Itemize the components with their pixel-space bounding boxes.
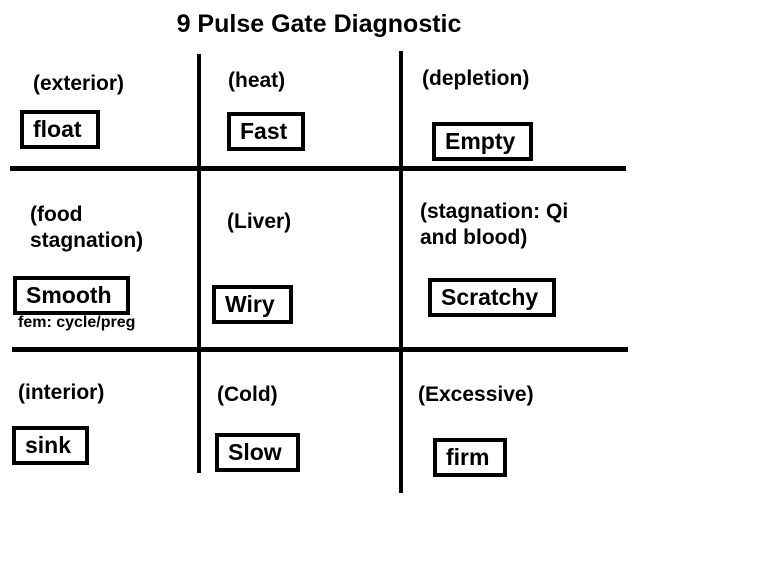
diagram-title: 9 Pulse Gate Diagnostic: [176, 10, 462, 38]
pulse-box-float: float: [20, 110, 100, 150]
pulse-box-empty: Empty: [432, 122, 534, 162]
pulse-box-wiry: Wiry: [212, 285, 293, 325]
condition-label-stagnation-qi-blood: (stagnation: Qi and blood): [420, 200, 575, 249]
condition-label-liver: (Liver): [227, 210, 292, 233]
condition-label-exterior: (exterior): [33, 72, 125, 95]
condition-label-heat: (heat): [228, 69, 286, 92]
grid-vertical-line-left: [197, 54, 201, 473]
pulse-box-firm: firm: [433, 438, 508, 478]
pulse-box-scratchy: Scratchy: [428, 278, 557, 318]
pulse-box-smooth: Smooth: [13, 276, 130, 316]
pulse-box-fast: Fast: [227, 112, 306, 152]
condition-label-depletion: (depletion): [422, 67, 530, 90]
grid-vertical-line-right: [399, 51, 403, 493]
condition-label-cold: (Cold): [217, 383, 278, 406]
pulse-note-fem-cycle-preg: fem: cycle/preg: [18, 314, 136, 331]
condition-label-interior: (interior): [18, 381, 105, 404]
pulse-box-sink: sink: [12, 426, 90, 466]
condition-label-excessive: (Excessive): [418, 383, 534, 406]
condition-label-food-stagnation: (food stagnation): [30, 203, 144, 252]
grid-horizontal-line-bottom: [12, 347, 628, 352]
grid-horizontal-line-top: [10, 166, 626, 171]
pulse-box-slow: Slow: [215, 433, 300, 473]
